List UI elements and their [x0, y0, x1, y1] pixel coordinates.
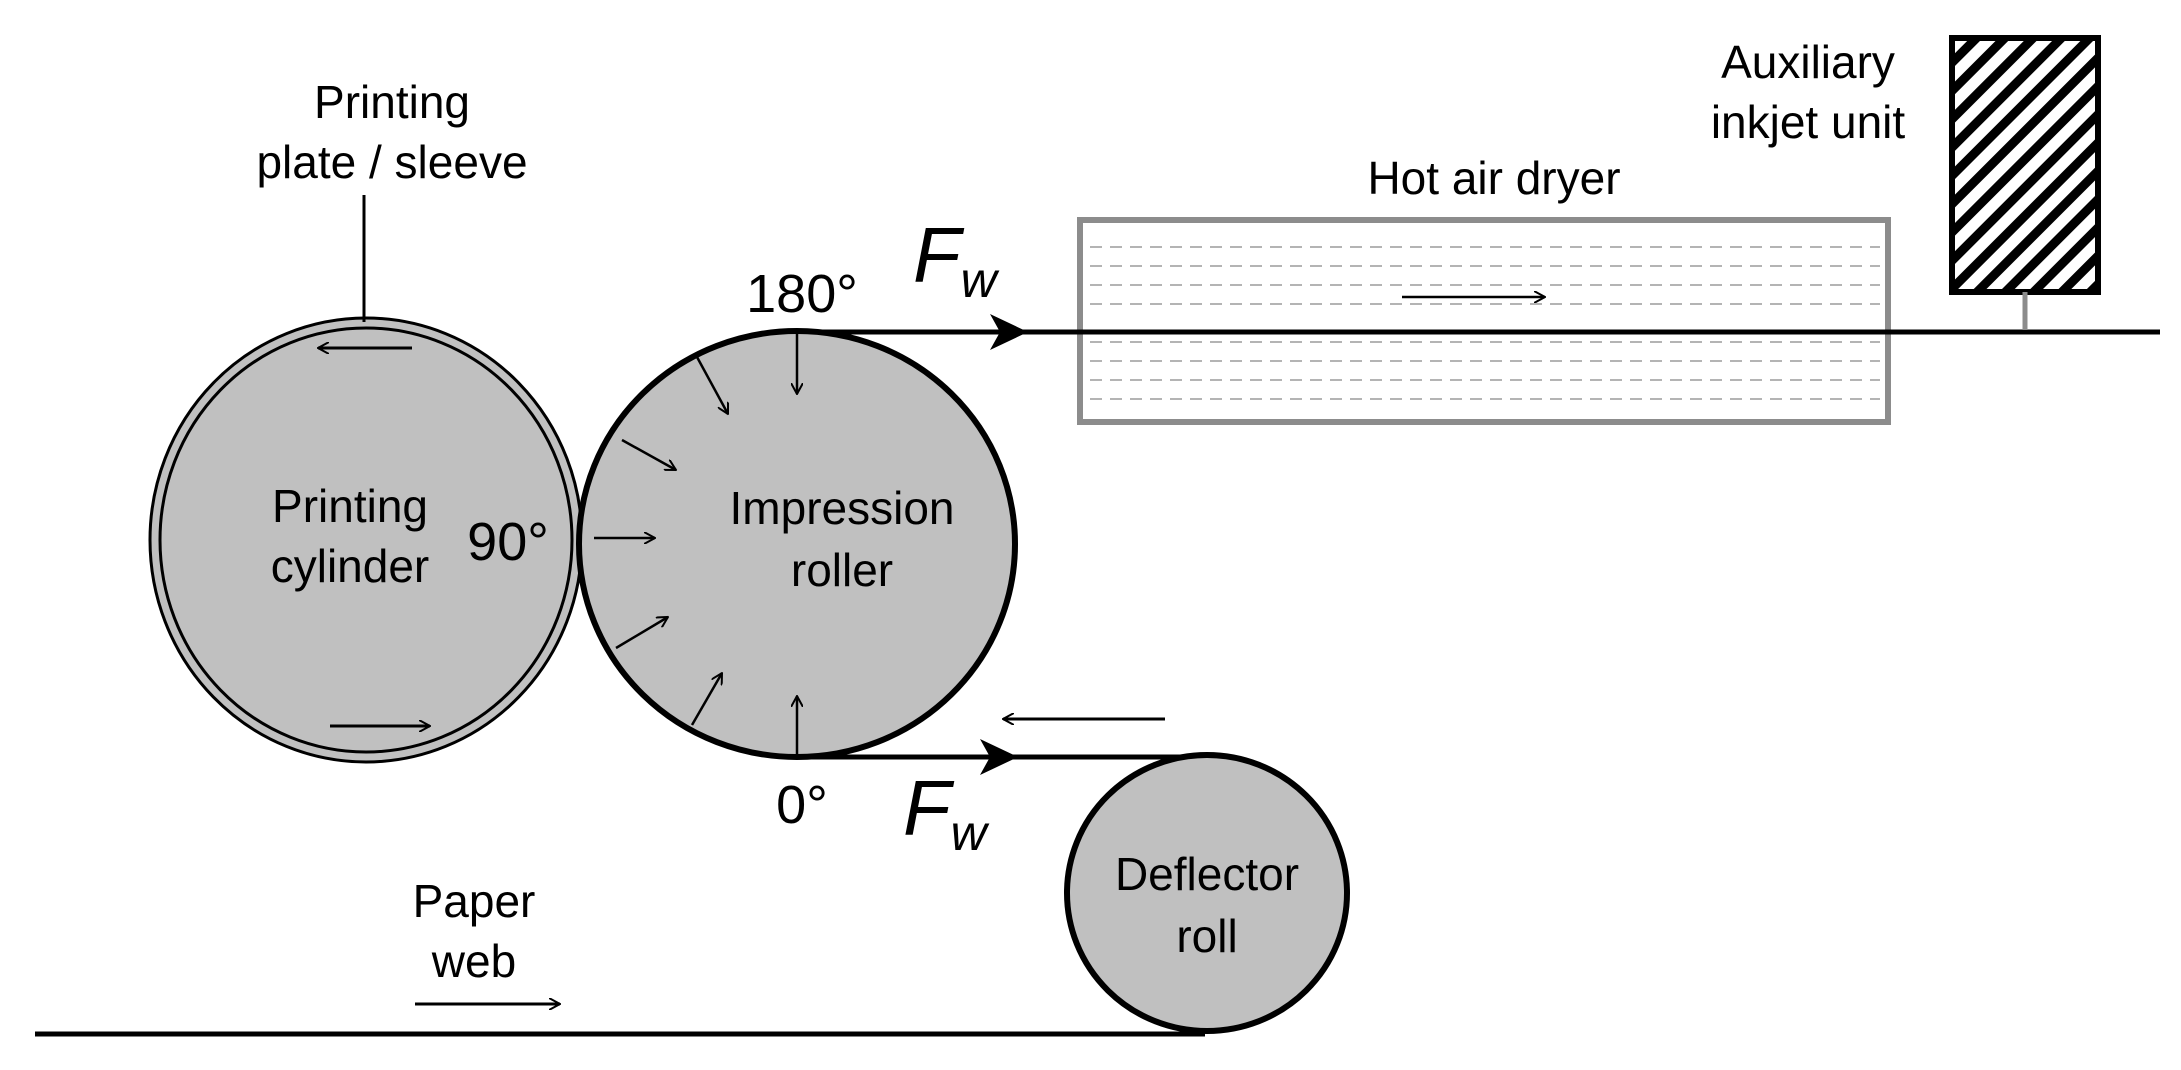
force-top-symbol: F	[913, 211, 965, 299]
auxiliary-inkjet-unit	[1949, 35, 2101, 330]
angle-0-label: 0°	[776, 775, 828, 835]
impression-roller-label-line1: Impression	[730, 482, 955, 534]
aux-inkjet-label-line1: Auxiliary	[1721, 36, 1895, 88]
force-top-subscript: w	[961, 252, 1000, 308]
force-top-label: Fw	[913, 211, 1000, 308]
paper-web-label-line1: Paper	[413, 875, 536, 927]
printing-cylinder-label-line2: cylinder	[271, 540, 430, 592]
hot-air-dryer-label: Hot air dryer	[1367, 152, 1620, 204]
deflector-roll	[1064, 752, 1350, 1034]
angle-90-label: 90°	[467, 512, 549, 572]
deflector-roll-label-line2: roll	[1176, 910, 1237, 962]
hot-air-dryer	[1077, 217, 1891, 425]
printing-cylinder-label-line1: Printing	[272, 480, 428, 532]
impression-roller	[576, 328, 1018, 760]
aux-inkjet-label-line2: inkjet unit	[1711, 96, 1906, 148]
force-bottom-subscript: w	[951, 805, 990, 861]
deflector-roll-label-line1: Deflector	[1115, 848, 1299, 900]
force-bottom-label: Fw	[903, 764, 990, 861]
printing-plate-sleeve	[158, 326, 574, 754]
printing-plate-label-line1: Printing	[314, 76, 470, 128]
web-tension-arrows	[415, 314, 1165, 1004]
paper-web-label-line2: web	[431, 935, 516, 987]
impression-roller-label-line2: roller	[791, 544, 893, 596]
force-arrow-top-head	[990, 314, 1028, 350]
printing-plate-label-line2: plate / sleeve	[256, 136, 527, 188]
force-arrow-bottom-head	[980, 739, 1018, 775]
contact-pressure-arrows	[594, 333, 797, 755]
angle-180-label: 180°	[746, 264, 858, 324]
printing-cylinder	[148, 195, 584, 764]
force-bottom-symbol: F	[903, 764, 955, 852]
dryer-airflow-lines	[1090, 246, 1880, 400]
